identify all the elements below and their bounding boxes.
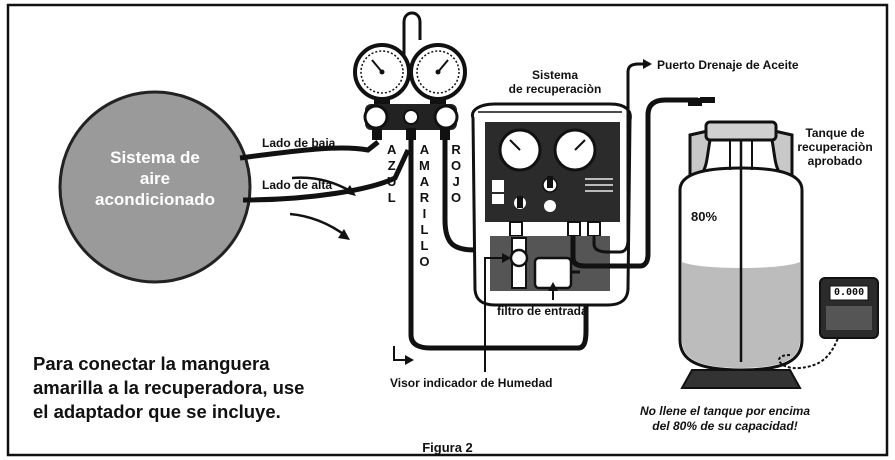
recovery-system-title: Sistema de recuperaciòn <box>500 68 610 96</box>
hose-letter: R <box>419 190 430 205</box>
hose-letter: A <box>387 142 397 157</box>
figure-caption: Figura 2 <box>422 440 473 455</box>
scale-display: 0.000 <box>834 287 865 298</box>
hose-letter: L <box>420 238 429 253</box>
ac-system-label-line: Sistema de <box>110 148 200 167</box>
hose-letter: M <box>419 158 430 173</box>
oil-drain-arrowhead <box>643 59 652 69</box>
tank-label: Tanque de recuperaciòn aprobado <box>790 126 880 168</box>
low-pressure-gauge <box>353 43 411 106</box>
hose-letter: J <box>452 174 460 189</box>
capacity-warning: No llene el tanque por encima del 80% de… <box>615 404 835 434</box>
high-side-hose <box>242 148 411 203</box>
scale-display-window <box>829 285 869 301</box>
oil-drain-hose <box>592 62 648 254</box>
hose-letter: A <box>419 174 430 189</box>
instructions-text: Para conectar la manguera amarilla a la … <box>33 353 305 422</box>
tank-label-line: Tanque de <box>805 126 865 140</box>
moisture-indicator-label: Visor indicador de Humedad <box>390 376 553 390</box>
moisture-indicator-sight <box>509 248 529 268</box>
manifold-hook <box>402 11 422 60</box>
high-side-label: Lado de alta <box>262 178 333 192</box>
manifold-knob-left <box>363 104 389 130</box>
hose-letter: U <box>387 174 397 189</box>
manifold-knob-right <box>433 104 459 130</box>
direction-arrowhead <box>405 355 414 365</box>
hose-letter: L <box>387 190 396 205</box>
tank-label-line: aprobado <box>807 154 863 168</box>
recovery-tank <box>678 97 804 389</box>
flow-arrow-high <box>289 212 347 238</box>
hose-letter: R <box>451 142 461 157</box>
hose-blue-label: A Z U L <box>387 142 396 206</box>
recovery-to-tank-hose <box>570 97 698 269</box>
capacity-warning-line: del 80% de su capacidad! <box>652 419 798 433</box>
flow-arrowhead-high <box>338 229 350 240</box>
ac-system-circle <box>58 90 252 284</box>
hose-red-label: R O J O <box>451 142 461 206</box>
oil-drain-port-label: Puerto Drenaje de Aceite <box>657 58 799 72</box>
low-side-label: Lado de baja <box>262 136 336 150</box>
ac-system-label-line: acondicionado <box>95 190 215 209</box>
outer-frame <box>6 3 889 457</box>
recovery-unit <box>470 102 632 307</box>
hose-letter: L <box>420 222 429 237</box>
ac-system-label-line: aire <box>139 169 171 188</box>
recovery-system-title-line: de recuperaciòn <box>508 82 602 96</box>
flow-arrowhead-low <box>344 185 356 196</box>
ac-system-label: Sistema de aire acondicionado <box>85 147 225 210</box>
high-pressure-gauge <box>409 43 467 106</box>
tank-fill-mark: 80% <box>691 209 718 224</box>
hose-letter: O <box>419 254 430 269</box>
hose-letter: Z <box>387 158 396 173</box>
inlet-filter-label: filtro de entrada <box>497 304 588 318</box>
low-side-hose <box>239 140 380 161</box>
capacity-warning-line: No llene el tanque por encima <box>639 404 811 418</box>
manifold-sight-glass <box>403 109 419 125</box>
tank-label-line: recuperaciòn <box>797 140 873 154</box>
recovery-system-title-line: Sistema <box>531 68 579 82</box>
hose-letter: I <box>422 206 427 221</box>
hose-letter: A <box>419 142 430 157</box>
hose-letter: O <box>451 190 462 205</box>
hose-yellow-label: A M A R I L L O <box>419 142 430 270</box>
hose-letter: O <box>451 158 462 173</box>
direction-arrow <box>393 346 410 361</box>
moisture-leader <box>484 257 505 372</box>
electronic-scale <box>778 277 879 370</box>
